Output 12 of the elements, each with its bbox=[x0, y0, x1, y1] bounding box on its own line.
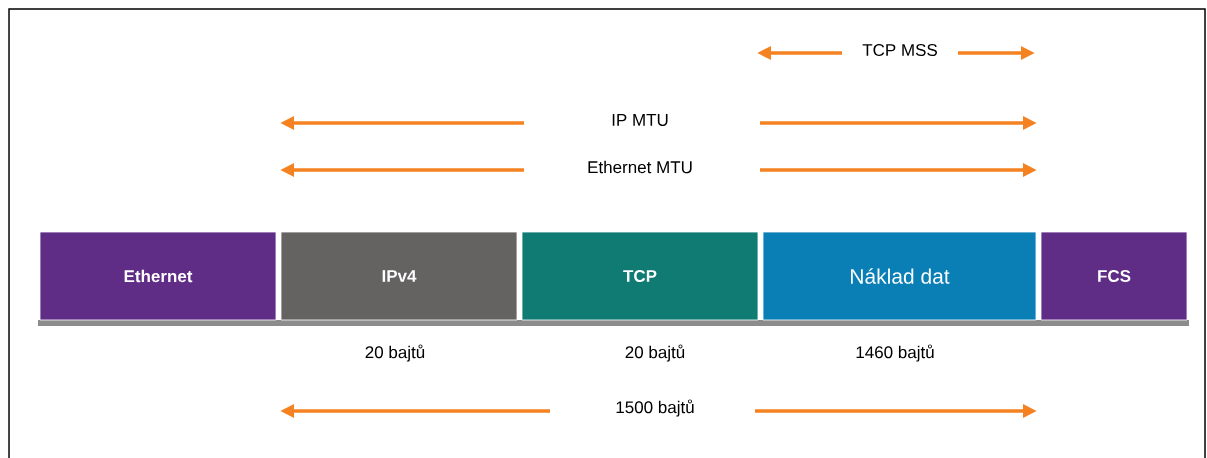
size-label: 1460 bajtů bbox=[856, 344, 934, 362]
dimension-label: Ethernet MTU bbox=[588, 160, 692, 174]
field-box: Náklad dat bbox=[762, 231, 1037, 321]
field-box: TCP bbox=[521, 231, 759, 321]
dimension-label: IP MTU bbox=[612, 114, 668, 126]
field-box: IPv4 bbox=[280, 231, 518, 321]
size-label: 20 bajtů bbox=[625, 344, 685, 362]
field-box: FCS bbox=[1040, 231, 1188, 321]
dimension-label: TCP MSS bbox=[862, 44, 937, 56]
field-box: Ethernet bbox=[39, 231, 277, 321]
size-label: 20 bajtů bbox=[365, 344, 425, 362]
dimension-label: 1500 bajtů bbox=[616, 399, 694, 417]
